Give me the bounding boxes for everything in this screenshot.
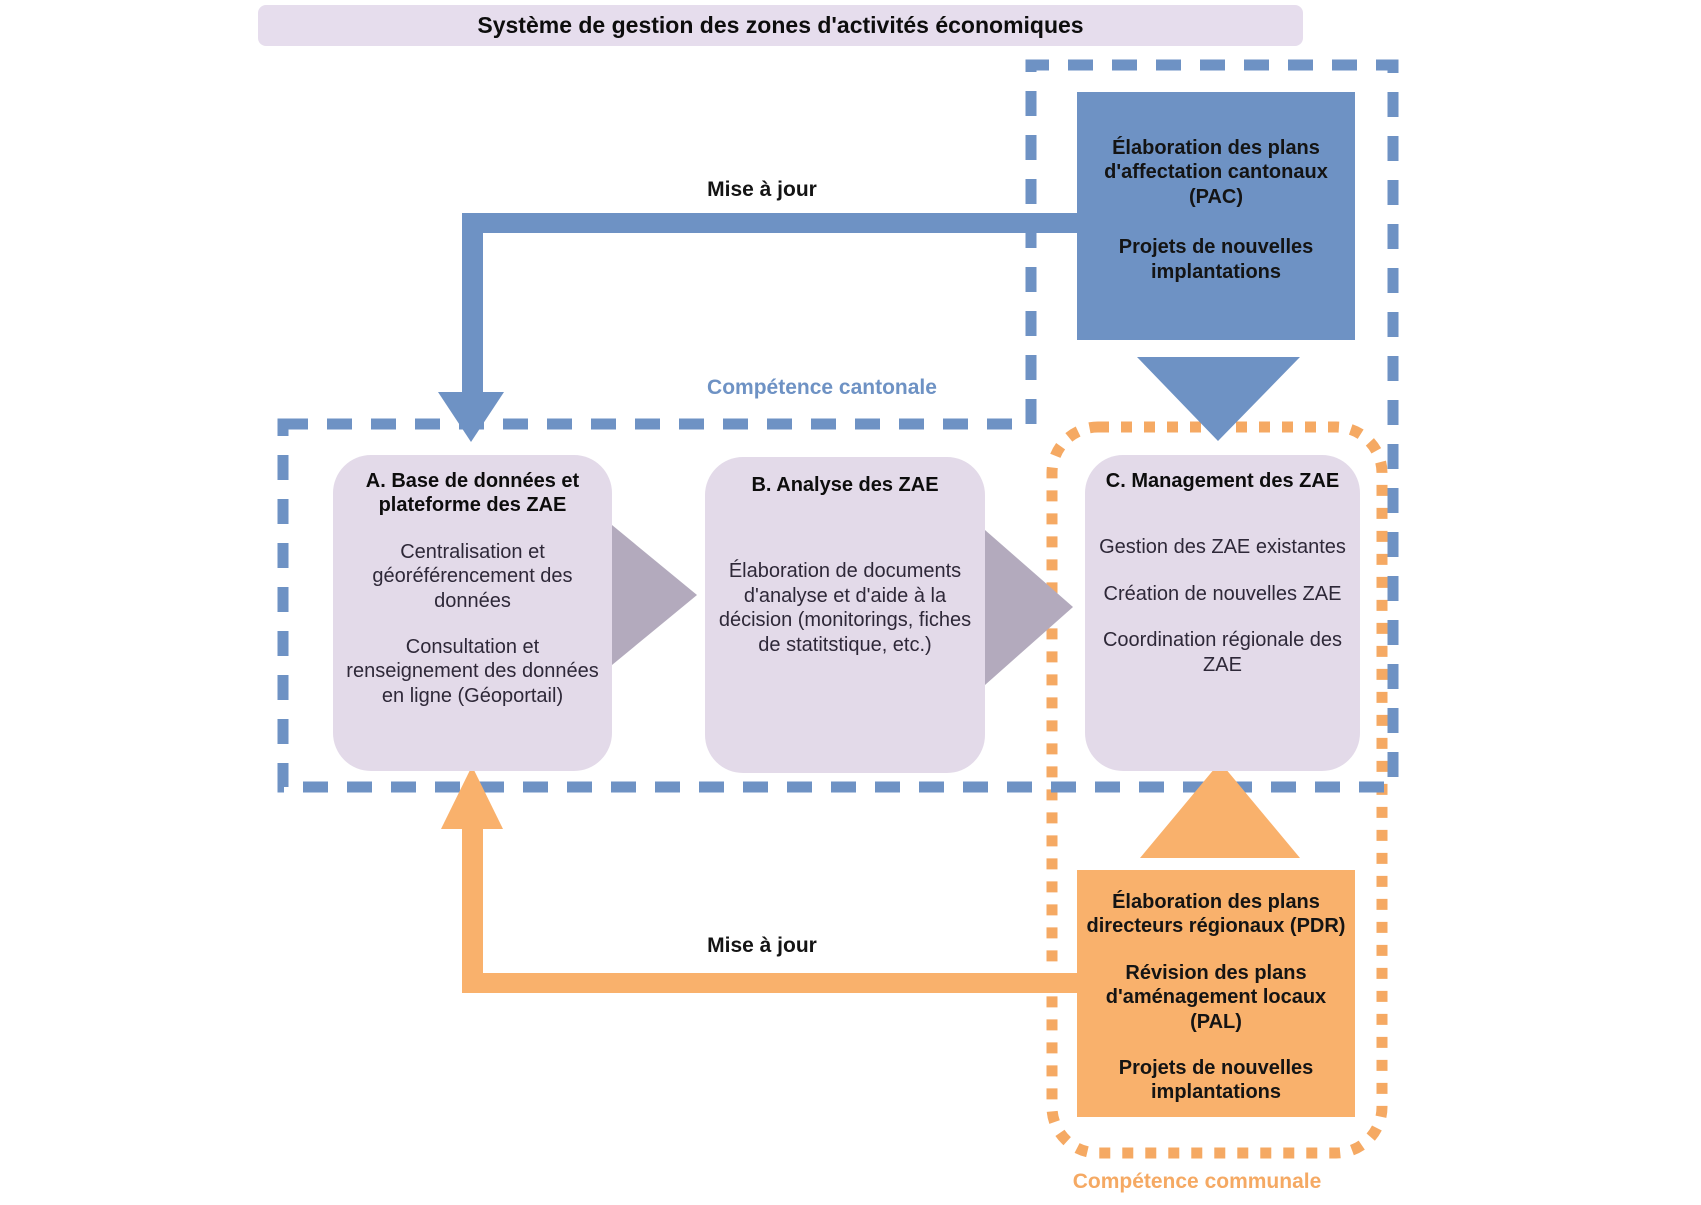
- blue-update-arrowhead: [438, 392, 504, 442]
- pac-box: Élaboration des plans d'affectation cant…: [1077, 92, 1355, 340]
- pdr-para-1: Élaboration des plans directeurs régiona…: [1086, 891, 1346, 938]
- box-a-base-de-donnees: A. Base de données et plateforme des ZAE…: [333, 455, 612, 771]
- box-c-management: C. Management des ZAE Gestion des ZAE ex…: [1085, 455, 1360, 771]
- box-a-item-1: Centralisation et géoréférencement des d…: [372, 540, 573, 612]
- page-title: Système de gestion des zones d'activités…: [477, 12, 1084, 38]
- box-b-title: B. Analyse des ZAE: [751, 474, 939, 496]
- orange-update-arrowhead: [441, 766, 503, 829]
- pdr-para-2: Révision des plans d'aménagement locaux …: [1105, 961, 1327, 1033]
- orange-update-arrow-horizontal: [462, 973, 1077, 993]
- blue-update-arrow-horizontal: [462, 213, 1077, 233]
- box-c-item-3: Coordination régionale des ZAE: [1102, 629, 1343, 676]
- box-c-item-2: Création de nouvelles ZAE: [1103, 582, 1342, 605]
- cantonale-region-border: [277, 59, 1399, 793]
- flow-arrow-b-to-c-icon: [985, 530, 1073, 685]
- update-label-bottom: Mise à jour: [707, 934, 817, 957]
- box-b-analyse: B. Analyse des ZAE Élaboration de docume…: [705, 457, 985, 773]
- box-b-item-1: Élaboration de documents d'analyse et d'…: [718, 560, 972, 656]
- blue-update-arrow-shaft: [462, 213, 483, 393]
- pac-to-c-arrow-icon: [1137, 357, 1300, 441]
- orange-update-arrow-icon: [441, 766, 1077, 993]
- pdr-to-c-arrow-icon: [1140, 762, 1300, 858]
- pac-para-1: Élaboration des plans d'affectation cant…: [1104, 137, 1328, 208]
- page-title-bar: Système de gestion des zones d'activités…: [258, 5, 1303, 46]
- box-c-title: C. Management des ZAE: [1105, 470, 1340, 492]
- blue-update-arrow-icon: [438, 213, 1077, 442]
- communale-region-label: Compétence communale: [1072, 1170, 1322, 1193]
- orange-update-arrow-shaft: [462, 828, 483, 993]
- box-a-title: A. Base de données et plateforme des ZAE: [365, 470, 580, 517]
- pdr-box: Élaboration des plans directeurs régiona…: [1077, 870, 1355, 1117]
- flow-arrow-a-to-b-icon: [612, 525, 697, 665]
- pdr-para-3: Projets de nouvelles implantations: [1118, 1056, 1314, 1104]
- cantonale-region-label: Compétence cantonale: [707, 376, 937, 399]
- box-c-item-1: Gestion des ZAE existantes: [1099, 536, 1346, 559]
- pac-para-2: Projets de nouvelles implantations: [1118, 236, 1314, 283]
- update-label-top: Mise à jour: [707, 178, 817, 201]
- box-a-item-2: Consultation et renseignement des donnée…: [346, 635, 599, 707]
